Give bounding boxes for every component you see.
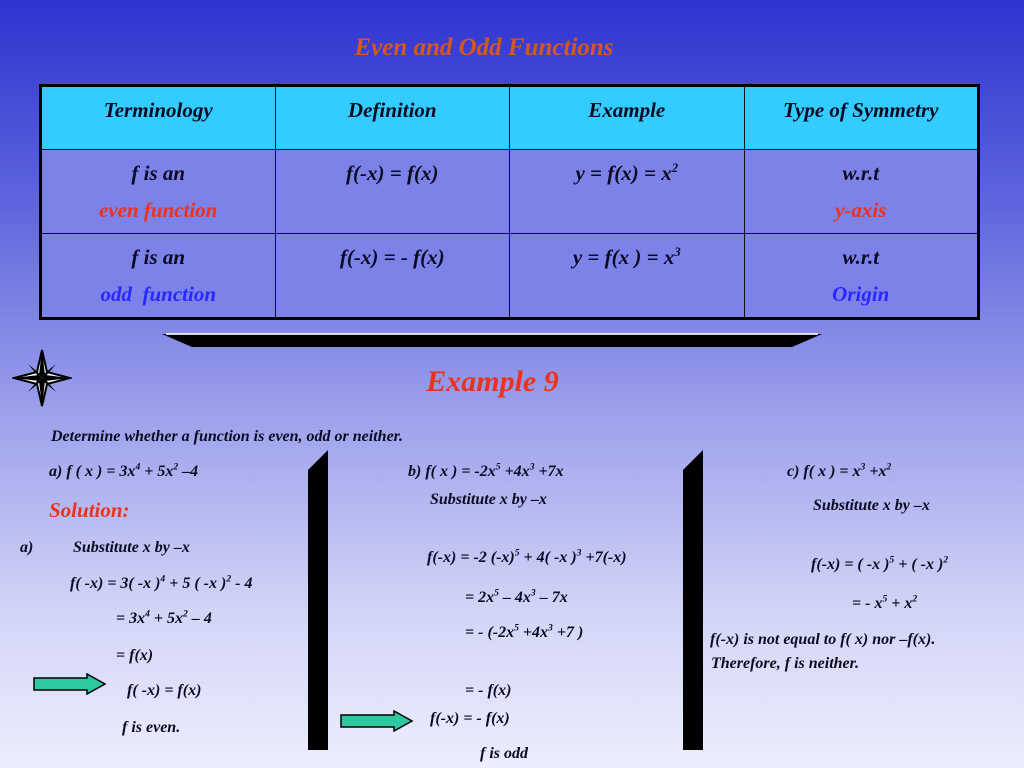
part-a-substitute: Substitute x by –x <box>73 539 190 556</box>
symmetry-type: y-axis <box>835 198 887 222</box>
symmetry-type: Origin <box>832 282 890 306</box>
part-b-step1: f(-x) = -2 (-x)5 + 4( -x )3 +7(-x) <box>427 547 627 566</box>
divider-banner <box>162 333 822 347</box>
table-row-even: f is an even function f(-x) = f(x) y = f… <box>40 149 979 234</box>
term-name: even function <box>99 198 218 222</box>
right-arrow-icon <box>340 710 414 732</box>
part-a-step3: = f(x) <box>116 647 154 664</box>
part-a-step2: = 3x4 + 5x2 – 4 <box>116 608 212 627</box>
part-a-label: a) <box>20 539 34 556</box>
example-base: y = f(x) = x <box>575 161 672 185</box>
part-c-substitute: Substitute x by –x <box>813 497 930 514</box>
header-definition: Definition <box>274 85 510 150</box>
compass-star-icon <box>12 349 72 407</box>
definition-cell: f(-x) = f(x) <box>274 149 510 234</box>
example-exponent: 3 <box>674 245 681 259</box>
part-c-step2: = - x5 + x2 <box>852 593 918 612</box>
part-b-step2: = 2x5 – 4x3 – 7x <box>465 587 568 606</box>
example-heading: Example 9 <box>426 365 559 398</box>
term-line: f is an <box>131 245 186 269</box>
part-c-function: c) f( x ) = x3 +x2 <box>787 461 892 480</box>
example-exponent: 2 <box>671 161 679 175</box>
problem-prompt: Determine whether a function is even, od… <box>51 428 404 445</box>
header-example: Example <box>509 85 745 150</box>
part-b-function: b) f( x ) = -2x5 +4x3 +7x <box>408 461 564 480</box>
term-line: f is an <box>131 161 186 185</box>
part-b-step2-lead: = 2x <box>465 589 495 606</box>
symmetry-cell: w.r.t y-axis <box>743 149 979 234</box>
term-name: odd function <box>100 282 217 306</box>
right-arrow-icon <box>33 673 107 695</box>
term-cell: f is an odd function <box>40 233 276 319</box>
header-terminology: Terminology <box>40 85 276 150</box>
part-c-step1: f(-x) = ( -x )5 + ( -x )2 <box>811 554 949 573</box>
part-a-conclusion: f is even. <box>122 719 181 736</box>
column-divider <box>683 450 703 750</box>
part-a-result: f( -x) = f(x) <box>127 682 202 699</box>
header-symmetry: Type of Symmetry <box>743 85 979 150</box>
symmetry-prefix: w.r.t <box>842 161 880 185</box>
definition-cell: f(-x) = - f(x) <box>274 233 510 319</box>
part-a-step1: f( -x) = 3( -x )4 + 5 ( -x )2 - 4 <box>70 573 253 592</box>
column-divider <box>308 450 328 750</box>
terminology-table: Terminology Definition Example Type of S… <box>39 84 980 320</box>
part-c-therefore: Therefore, f is neither. <box>711 655 859 672</box>
part-b-result: f(-x) = - f(x) <box>430 710 510 727</box>
symmetry-prefix: w.r.t <box>842 245 880 269</box>
symmetry-cell: w.r.t Origin <box>743 233 979 319</box>
part-c-not-equal: f(-x) is not equal to f( x) nor –f(x). <box>710 631 936 648</box>
solution-label: Solution: <box>49 498 130 522</box>
table-row-odd: f is an odd function f(-x) = - f(x) y = … <box>40 233 979 319</box>
part-b-conclusion: f is odd <box>480 745 528 762</box>
term-cell: f is an even function <box>40 149 276 234</box>
example-cell: y = f(x ) = x3 <box>509 233 745 319</box>
part-a-function: a) f ( x ) = 3x4 + 5x2 –4 <box>49 461 199 480</box>
example-cell: y = f(x) = x2 <box>509 149 745 234</box>
page-title: Even and Odd Functions <box>354 34 614 61</box>
part-b-step4: = - f(x) <box>465 682 512 699</box>
table-header-row: Terminology Definition Example Type of S… <box>40 85 979 150</box>
example-base: y = f(x ) = x <box>572 245 675 269</box>
part-b-step3: = - (-2x5 +4x3 +7 ) <box>465 622 584 641</box>
part-b-substitute: Substitute x by –x <box>430 491 547 508</box>
